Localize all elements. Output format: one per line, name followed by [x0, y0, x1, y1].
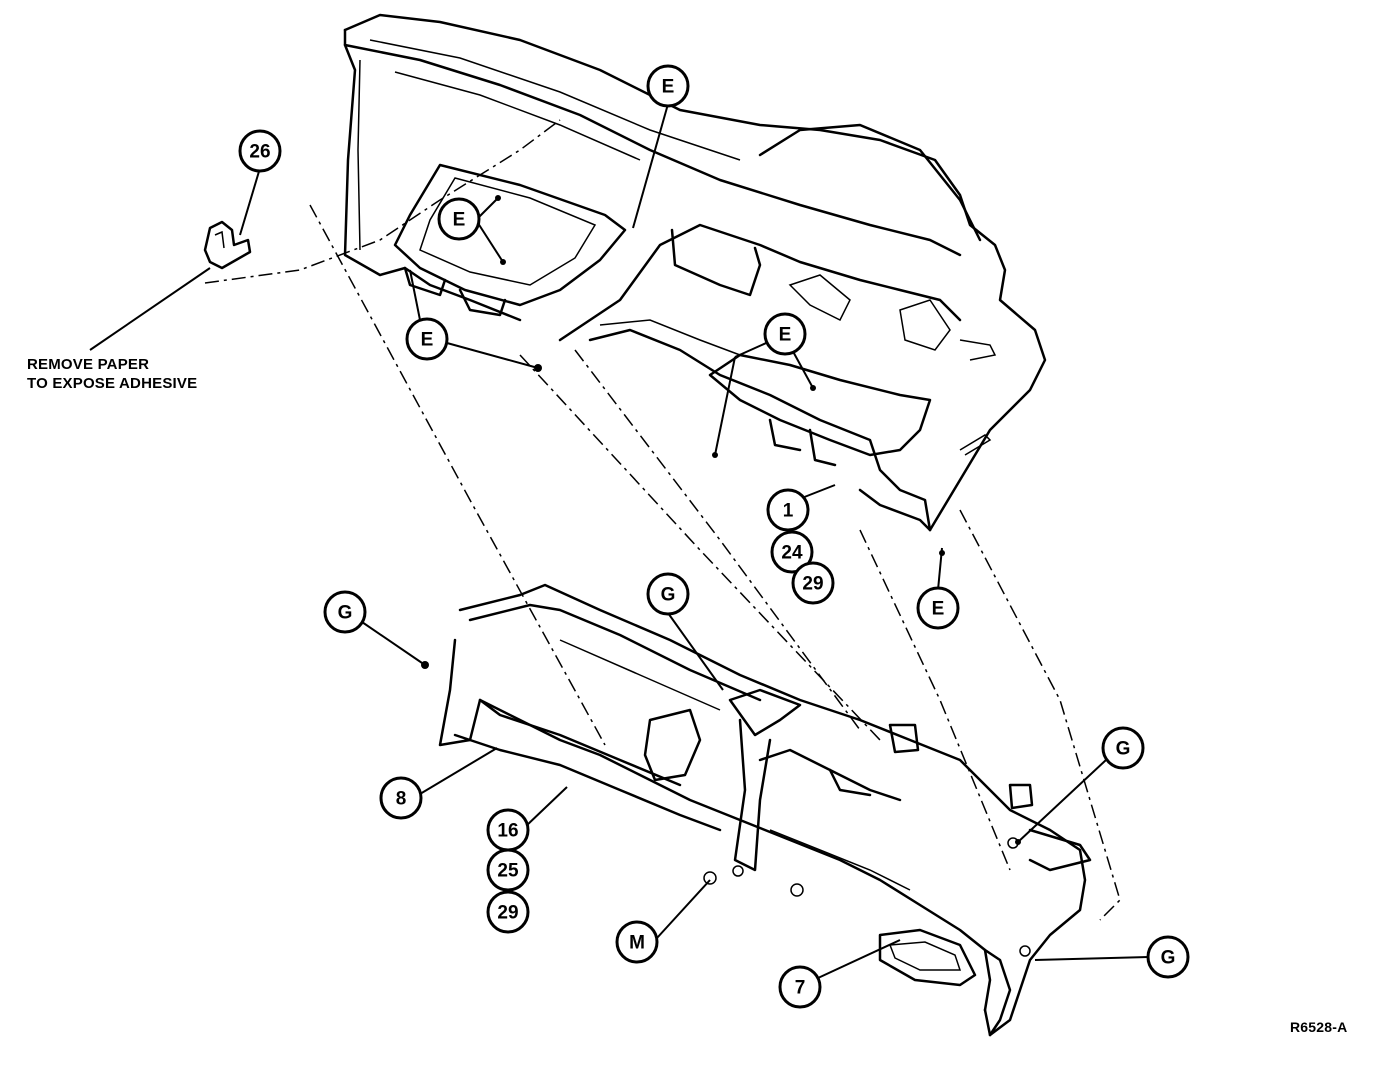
callout-25: 25 — [486, 848, 530, 892]
callout-25-label: 25 — [497, 861, 519, 882]
callout-7: 7 — [778, 965, 822, 1009]
callout-G-right-lower: G — [1146, 935, 1190, 979]
callout-29-upper: 29 — [791, 561, 835, 605]
callout-E-right: E — [763, 312, 807, 356]
callout-G-right-upper: G — [1101, 726, 1145, 770]
instrument-panel-upper — [343, 13, 1047, 532]
callout-M-label: M — [629, 933, 645, 954]
callout-E-left-upper-label: E — [453, 210, 466, 231]
callout-E-left-lower: E — [405, 317, 449, 361]
callout-E-top-label: E — [662, 77, 675, 98]
callout-G-center-label: G — [661, 585, 676, 606]
callout-G-right-upper-label: G — [1116, 739, 1131, 760]
alignment-lines — [204, 119, 1121, 921]
callout-16-label: 16 — [497, 821, 518, 842]
adhesive-note-line1: REMOVE PAPER — [27, 356, 150, 373]
callout-29-upper-label: 29 — [802, 574, 823, 595]
callout-M: M — [615, 920, 659, 964]
callout-E-bottom-label: E — [932, 599, 945, 620]
callout-G-center: G — [646, 572, 690, 616]
callout-8-label: 8 — [396, 789, 407, 810]
callout-E-left-lower-label: E — [421, 330, 434, 351]
callout-24: 24 — [770, 530, 814, 574]
callout-8: 8 — [379, 776, 423, 820]
callout-16: 16 — [486, 808, 530, 852]
adhesive-note: REMOVE PAPER TO EXPOSE ADHESIVE — [27, 355, 197, 393]
callout-29-lower-label: 29 — [497, 903, 518, 924]
callout-G-left: G — [323, 590, 367, 634]
callout-G-right-lower-label: G — [1161, 948, 1176, 969]
callout-G-left-label: G — [338, 603, 353, 624]
callout-E-left-upper: E — [437, 197, 481, 241]
callout-29-lower: 29 — [486, 890, 530, 934]
callout-1: 1 — [766, 488, 810, 532]
callout-26: 26 — [238, 129, 282, 173]
figure-id: R6528-A — [1290, 1019, 1348, 1035]
callout-7-label: 7 — [795, 978, 806, 999]
callout-24-label: 24 — [781, 543, 803, 564]
callout-26-label: 26 — [249, 142, 270, 163]
fasteners — [421, 195, 1021, 845]
callout-E-top: E — [646, 64, 690, 108]
callout-E-bottom: E — [916, 586, 960, 630]
bracket-26 — [203, 220, 252, 270]
callout-E-right-label: E — [779, 325, 792, 346]
leader-lines — [89, 103, 1150, 979]
adhesive-note-line2: TO EXPOSE ADHESIVE — [27, 375, 198, 392]
support-bracket-assembly — [438, 583, 1092, 1037]
callout-1-label: 1 — [783, 501, 794, 522]
